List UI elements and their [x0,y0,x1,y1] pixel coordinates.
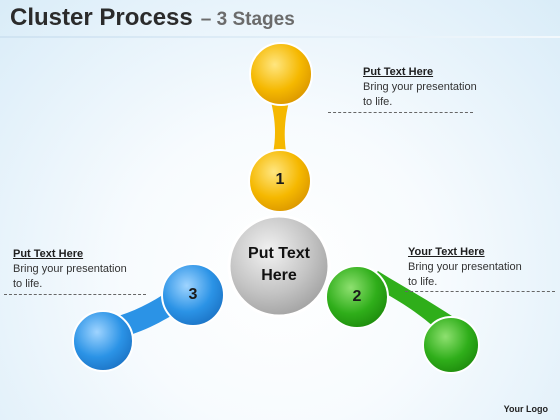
stage-3-number: 3 [188,286,198,303]
dashed-divider [405,291,555,292]
stage-1-outer-bubble [249,42,313,106]
stage-1-node [248,149,312,213]
text-heading: Put Text Here [363,66,434,78]
stage-2-outer-bubble [422,316,480,374]
center-label-line2: Here [261,267,297,284]
stage-2-arm [325,265,480,374]
text-heading: Your Text Here [408,246,485,258]
dashed-divider [328,112,473,113]
center-label-line1: Put Text [248,245,310,262]
stage-2-node [325,265,389,329]
stage-2-number: 2 [352,288,362,305]
text-block-top-right: Put Text Here Bring your presentation to… [363,66,513,110]
stage-1-arm [248,42,313,213]
dashed-divider [4,294,146,295]
text-block-left: Put Text Here Bring your presentation to… [13,248,163,292]
text-heading: Put Text Here [13,248,84,260]
stage-3-node [161,263,225,327]
center-hub [227,214,331,318]
title-sub: – 3 Stages [200,9,295,30]
logo-text: Your Logo [503,404,548,414]
text-body: Bring your presentation to life. [408,261,522,288]
center-label: Put Text Here [229,243,329,287]
text-body: Bring your presentation to life. [13,263,127,290]
stage-1-number: 1 [275,171,285,188]
title-divider [0,36,560,38]
title-main: Cluster Process [10,4,193,31]
stage-3-arm [72,263,225,372]
stage-3-outer-bubble [72,310,134,372]
slide-title: Cluster Process – 3 Stages [10,4,295,32]
text-block-right: Your Text Here Bring your presentation t… [408,246,558,290]
text-body: Bring your presentation to life. [363,81,477,108]
